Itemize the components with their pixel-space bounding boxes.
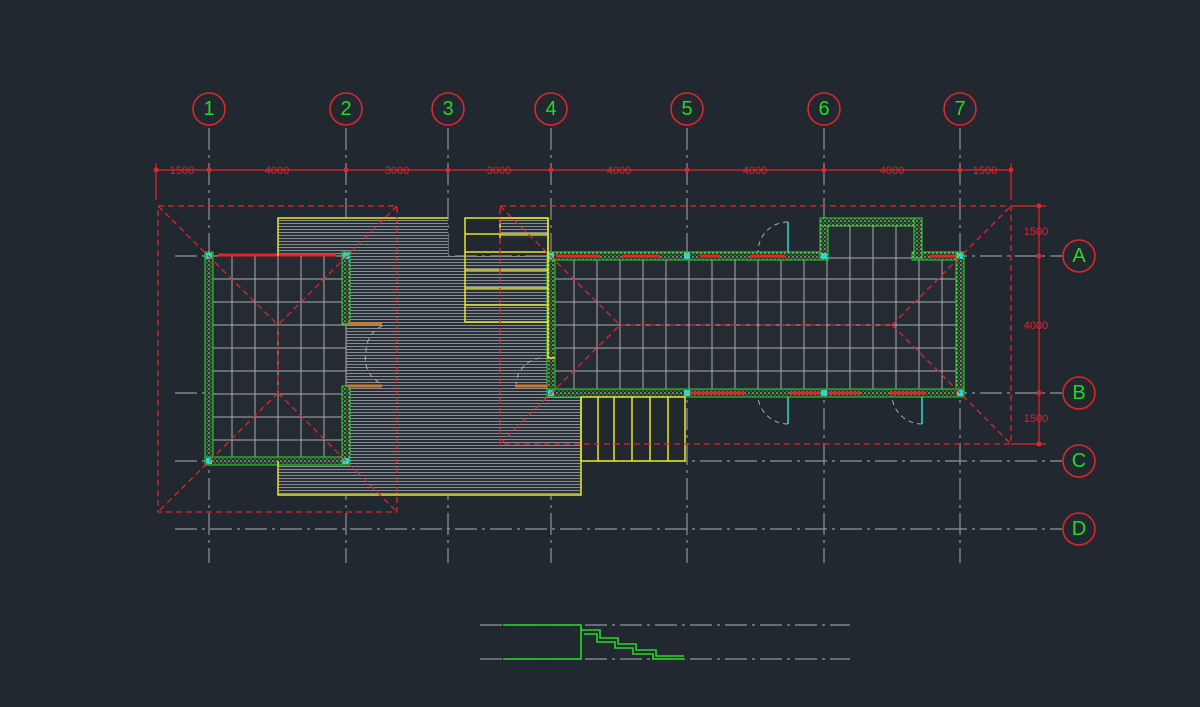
grid-bubble-4[interactable]: 4 [534,92,568,126]
dim-label: 3000 [385,165,409,177]
dim-label: 1500 [973,165,997,177]
grid-bubble-label: 7 [954,98,965,120]
grid-bubble-2[interactable]: 2 [329,92,363,126]
wall-openings [348,322,547,388]
top-dimension-labels: 1500 4000 3000 3000 4000 4000 4000 1500 [170,165,997,177]
column-bubbles: 1 2 3 4 5 6 7 [192,92,977,126]
grid-bubble-label: 3 [442,98,453,120]
dim-label: 4000 [743,165,767,177]
right-room-tiles [550,225,961,394]
grid-bubble-label: 6 [818,98,829,120]
dim-label: 1500 [170,165,194,177]
grid-bubble-label: A [1072,245,1086,267]
dim-label: 4000 [880,165,904,177]
dim-label: 4000 [265,165,289,177]
windows [218,253,955,395]
grid-bubble-A[interactable]: A [1062,239,1096,273]
grid-bubble-D[interactable]: D [1062,512,1096,546]
section-detail [480,624,850,660]
grid-bubble-label: C [1072,450,1086,472]
grid-bubble-label: B [1072,382,1085,404]
top-dimension-ticks [153,167,1014,173]
grid-bubble-label: 2 [340,98,351,120]
grid-bubble-7[interactable]: 7 [943,92,977,126]
grid-bubble-B[interactable]: B [1062,376,1096,410]
grid-bubble-6[interactable]: 6 [807,92,841,126]
grid-bubble-5[interactable]: 5 [670,92,704,126]
grid-bubble-C[interactable]: C [1062,444,1096,478]
grid-bubble-label: D [1072,518,1086,540]
grid-bubble-label: 5 [681,98,692,120]
grid-bubble-1[interactable]: 1 [192,92,226,126]
dim-label: 1500 [1024,226,1048,238]
right-dimension-ticks [1036,203,1042,447]
dim-label: 1500 [1024,413,1048,425]
dim-label: 4000 [1024,320,1048,332]
grid-bubble-3[interactable]: 3 [431,92,465,126]
grid-bubble-label: 4 [545,98,556,120]
grid-bubble-label: 1 [203,98,214,120]
row-bubbles: A B C D [1062,239,1096,546]
roof-outline [157,205,1012,513]
dim-label: 3000 [487,165,511,177]
hatched-floor [278,218,581,495]
doors [364,221,923,425]
dim-label: 4000 [607,165,631,177]
outline-yellow [277,217,686,496]
right-dimension-labels: 1500 4000 1500 [1024,226,1048,425]
